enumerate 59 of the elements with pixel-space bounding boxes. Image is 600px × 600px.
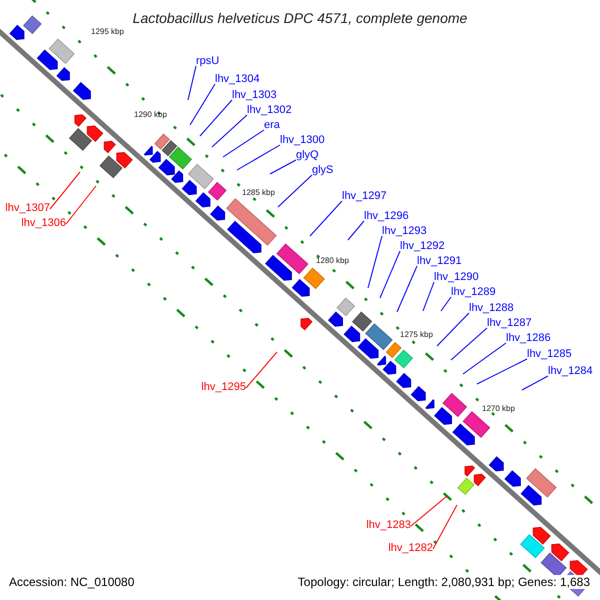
tick-label: 1270 kbp [482, 404, 515, 413]
leader-line [278, 174, 312, 208]
gene-label: era [264, 119, 280, 131]
tick-label: 1285 kbp [242, 188, 275, 197]
leader-line [200, 100, 232, 136]
leader-line [522, 376, 548, 390]
tick-label: 1275 kbp [400, 330, 433, 339]
gene-label: lhv_1304 [215, 73, 260, 85]
gene-label: lhv_1282 [388, 542, 433, 554]
leader-line [396, 266, 418, 312]
leader-line [188, 66, 196, 100]
leader-line [66, 186, 96, 224]
leader-line [440, 296, 452, 312]
gene-label: glyQ [296, 149, 319, 161]
gene-label: rpsU [196, 55, 220, 67]
gene-label: lhv_1296 [364, 210, 409, 222]
gene-label: lhv_1293 [382, 225, 427, 237]
genome-info-text: Topology: circular; Length: 2,080,931 bp; Genes: 1,683 [298, 575, 590, 589]
leader-line [450, 328, 488, 360]
gene-label: lhv_1291 [417, 255, 462, 267]
gene-label: lhv_1303 [232, 89, 277, 101]
gene-label: lhv_1290 [434, 271, 479, 283]
gene-label: lhv_1284 [548, 365, 593, 377]
gene-label: lhv_1288 [469, 302, 514, 314]
leader-line [50, 172, 80, 210]
gene-label: lhv_1292 [400, 240, 445, 252]
accession-text: Accession: NC_010080 [9, 575, 134, 589]
leader-line [236, 144, 280, 170]
gene-label: lhv_1300 [280, 134, 325, 146]
leader-line [422, 282, 434, 312]
gene-label: lhv_1283 [366, 519, 411, 531]
leader-line [222, 130, 264, 158]
gene-label: lhv_1285 [527, 348, 572, 360]
leader-line [476, 358, 528, 384]
gene-label: lhv_1287 [487, 317, 532, 329]
gene-label: lhv_1289 [451, 286, 496, 298]
leader-line [212, 114, 248, 148]
tick-label: 1280 kbp [316, 256, 349, 265]
leader-line [368, 236, 382, 288]
gene-label: lhv_1286 [506, 332, 551, 344]
leader-line [436, 312, 470, 346]
gene-label: lhv_1302 [247, 104, 292, 116]
gene-label: glyS [312, 164, 334, 176]
leader-line [270, 160, 296, 174]
leader-line [462, 342, 506, 374]
gene-label: lhv_1297 [342, 190, 387, 202]
title: Lactobacillus helveticus DPC 4571, complete genome [132, 10, 468, 26]
leader-line [310, 200, 342, 236]
leader-line [246, 352, 278, 388]
gene-label: lhv_1306 [21, 217, 66, 229]
leader-line [410, 496, 448, 526]
gene-label: lhv_1295 [201, 381, 246, 393]
leader-line [380, 250, 400, 298]
tick-label: 1290 kbp [134, 110, 167, 119]
tick-label: 1295 kbp [91, 27, 124, 36]
leader-line [348, 220, 364, 240]
leader-line [432, 504, 458, 550]
leader-line [190, 84, 216, 126]
gene-label: lhv_1307 [5, 202, 50, 214]
